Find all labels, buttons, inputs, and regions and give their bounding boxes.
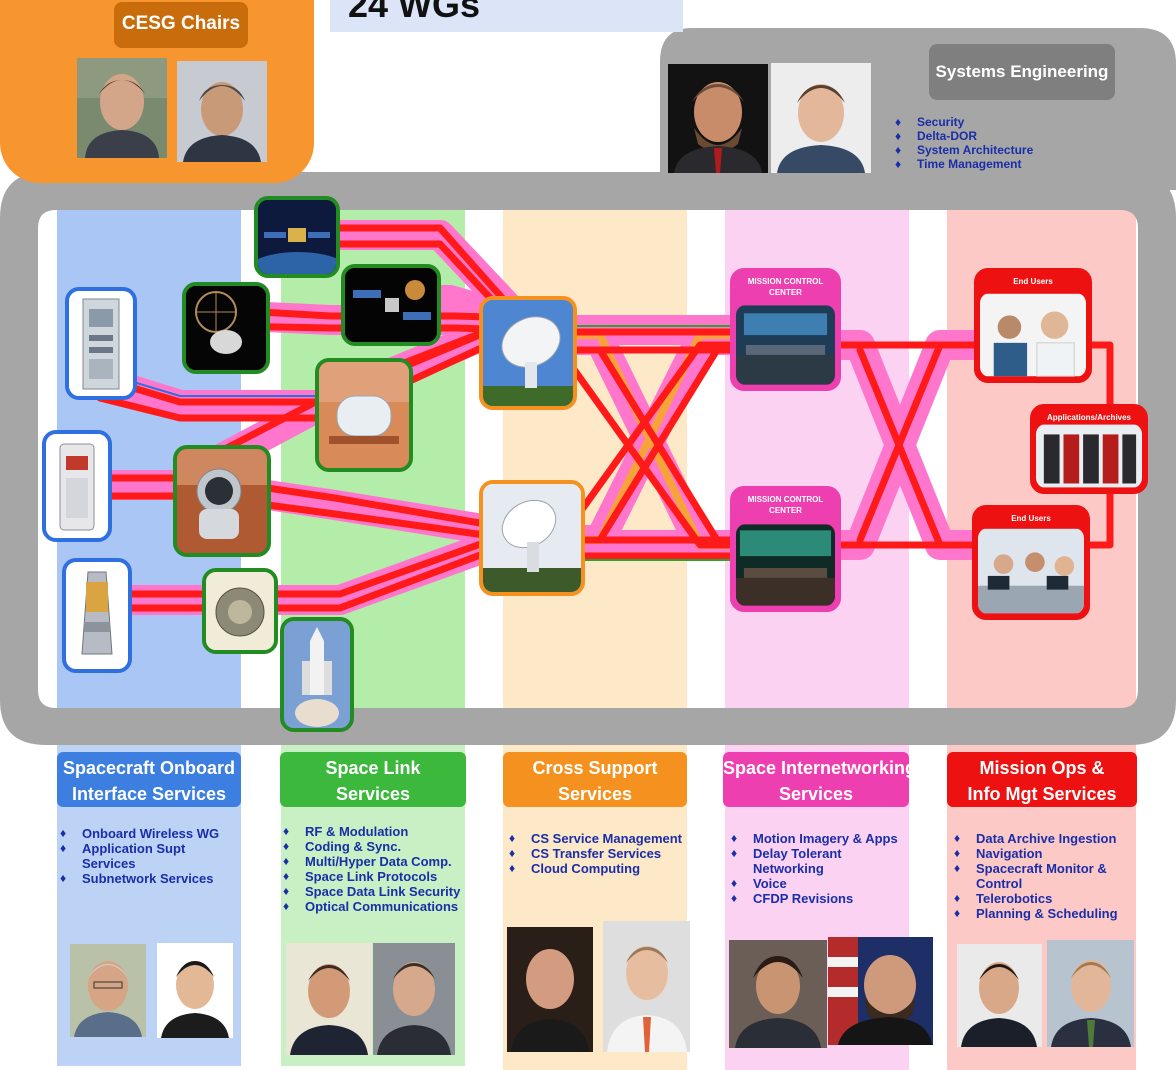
habitat-node xyxy=(315,358,413,472)
sois-photo-1 xyxy=(70,944,146,1037)
css-photo-2 xyxy=(603,921,690,1052)
wg-item: CFDP Revisions xyxy=(729,891,909,906)
se-item: Time Management xyxy=(893,157,1083,171)
area-list-moims: Data Archive Ingestion Navigation Spacec… xyxy=(952,831,1136,921)
page-title: 24 WGs xyxy=(348,0,481,25)
area-title-line: Space Internetworking xyxy=(723,758,917,778)
end-users-bottom: End Users xyxy=(972,505,1090,620)
area-header-sls: Space Link Services xyxy=(280,752,466,807)
archives-node: Applications/Archives xyxy=(1030,404,1148,494)
area-title-line: Space Link xyxy=(325,758,421,778)
sois-photo-2 xyxy=(157,943,233,1038)
mission-control-bottom: MISSION CONTROL CENTER xyxy=(730,486,841,612)
wg-item: Onboard Wireless WG xyxy=(58,826,238,841)
wg-item: Voice xyxy=(729,876,909,891)
onboard-module-1 xyxy=(65,287,137,400)
wg-item: Coding & Sync. xyxy=(281,839,471,854)
wg-item: CS Service Management xyxy=(507,831,682,846)
area-header-css: Cross Support Services xyxy=(503,752,687,807)
wg-item: Application Supt Services xyxy=(58,841,238,871)
moims-photo-1 xyxy=(957,944,1042,1047)
chair-photo-2 xyxy=(177,61,267,162)
wg-item: Motion Imagery & Apps xyxy=(729,831,909,846)
title-box: 24 WGs xyxy=(330,0,683,32)
sls-photo-2 xyxy=(373,943,455,1055)
wg-item: Planning & Scheduling xyxy=(952,906,1136,921)
area-title-line: Info Mgt Services xyxy=(967,784,1117,804)
archives-label: Applications/Archives xyxy=(1046,413,1132,422)
se-photo-2 xyxy=(771,63,871,173)
sis-photo-2 xyxy=(828,937,933,1045)
end-users-top-label: End Users xyxy=(1013,277,1053,286)
area-title-line: Services xyxy=(778,784,854,804)
area-list-css: CS Service Management CS Transfer Servic… xyxy=(507,831,682,876)
wg-item: Navigation xyxy=(952,846,1136,861)
wg-item: Delay Tolerant Networking xyxy=(729,846,909,876)
css-photo-1 xyxy=(507,927,593,1052)
wg-item: CS Transfer Services xyxy=(507,846,682,861)
systems-engineering-label: Systems Engineering xyxy=(929,44,1115,100)
area-title-line: Services xyxy=(335,784,411,804)
chairs-label: CESG Chairs xyxy=(114,2,248,48)
se-item: Security xyxy=(893,115,1083,129)
wg-item: RF & Modulation xyxy=(281,824,471,839)
wg-item: Telerobotics xyxy=(952,891,1136,906)
area-title-line: Services xyxy=(557,784,633,804)
sis-photo-1 xyxy=(729,940,827,1048)
systems-engineering-list: Security Delta-DOR System Architecture T… xyxy=(893,115,1083,171)
wg-item: Space Link Protocols xyxy=(281,869,471,884)
launcher-node xyxy=(280,617,354,732)
end-users-top: End Users xyxy=(974,268,1092,383)
satellite-node-3 xyxy=(341,264,441,346)
ground-station-2 xyxy=(479,480,585,596)
wg-item: Cloud Computing xyxy=(507,861,682,876)
area-title-line: Cross Support xyxy=(532,758,658,778)
ground-station-1 xyxy=(479,296,577,410)
astronaut-node xyxy=(173,445,271,557)
area-list-sois: Onboard Wireless WG Application Supt Ser… xyxy=(58,826,238,886)
mission-control-top: MISSION CONTROL CENTER xyxy=(730,268,841,391)
area-title-line: Interface Services xyxy=(71,784,227,804)
wg-item: Optical Communications xyxy=(281,899,471,914)
satellite-node-2 xyxy=(182,282,270,374)
area-header-sois: Spacecraft Onboard Interface Services xyxy=(57,752,241,807)
chair-photo-1 xyxy=(77,58,167,158)
sls-photo-1 xyxy=(286,943,372,1055)
se-photo-1 xyxy=(668,64,768,173)
area-header-moims: Mission Ops & Info Mgt Services xyxy=(947,752,1137,807)
onboard-module-2 xyxy=(42,430,112,542)
wg-item: Space Data Link Security xyxy=(281,884,471,899)
wg-item: Multi/Hyper Data Comp. xyxy=(281,854,471,869)
satellite-node-1 xyxy=(254,196,340,278)
mcc-top-label: MISSION CONTROL CENTER xyxy=(747,277,824,297)
probe-node xyxy=(202,568,278,654)
onboard-module-3 xyxy=(62,558,132,673)
se-item: Delta-DOR xyxy=(893,129,1083,143)
se-item: System Architecture xyxy=(893,143,1083,157)
mcc-bottom-label: MISSION CONTROL CENTER xyxy=(747,495,824,515)
moims-photo-2 xyxy=(1047,940,1134,1047)
area-title-line: Mission Ops & xyxy=(979,758,1105,778)
wg-item: Subnetwork Services xyxy=(58,871,238,886)
area-header-sis: Space Internetworking Services xyxy=(723,752,917,807)
area-list-sis: Motion Imagery & Apps Delay Tolerant Net… xyxy=(729,831,909,906)
wg-item: Data Archive Ingestion xyxy=(952,831,1136,846)
area-title-line: Spacecraft Onboard xyxy=(62,758,236,778)
wg-item: Spacecraft Monitor & Control xyxy=(952,861,1136,891)
end-users-bottom-label: End Users xyxy=(1011,514,1051,523)
area-list-sls: RF & Modulation Coding & Sync. Multi/Hyp… xyxy=(281,824,471,914)
